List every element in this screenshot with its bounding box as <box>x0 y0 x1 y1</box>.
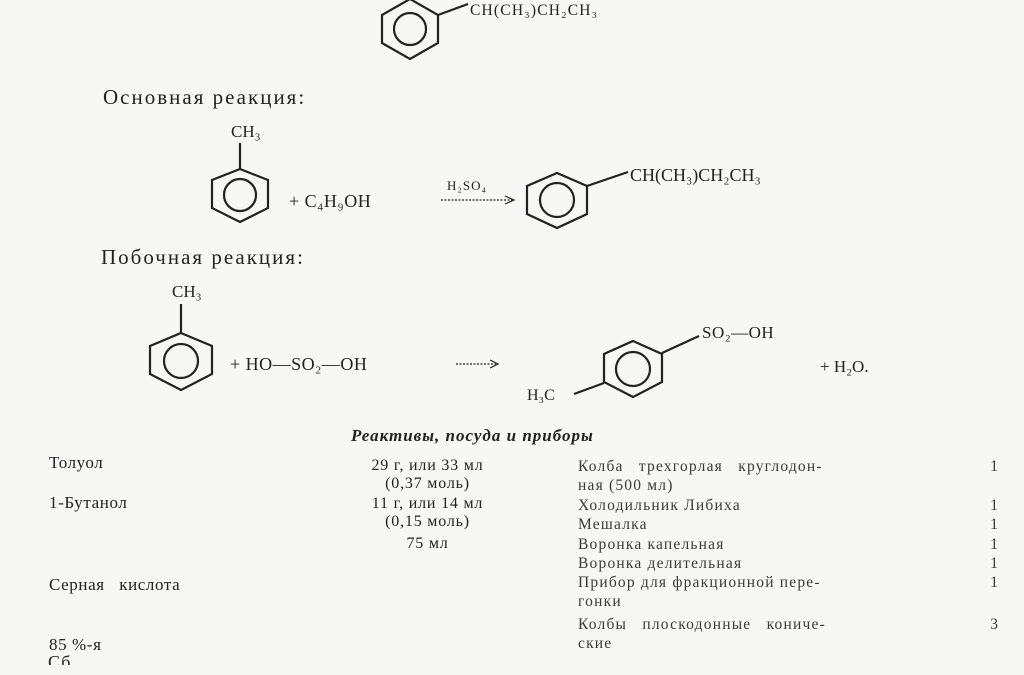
top-product-substituent: CH(CH₃)CH₂CH₃ <box>470 2 598 19</box>
equipment-qty: 1 <box>990 555 998 572</box>
equipment-line: Мешалка <box>578 516 648 533</box>
side-product-ring <box>602 339 664 399</box>
equipment-line: Прибор для фракционной пере- <box>578 574 821 591</box>
equipment-item: Холодильник Либиха 1 <box>578 496 998 515</box>
side-sulfo-bond <box>661 335 700 354</box>
equipment-line: Колбы плоскодонные кониче- <box>578 616 826 633</box>
reagent-name-butanol: 1-Бутанол <box>49 493 128 512</box>
equipment-item: Колбы плоскодонные кониче- ские 3 <box>578 615 998 653</box>
equipment-line: Воронка капельная <box>578 536 725 553</box>
reagent-name-sulfuric-acid: Серная кислота 85 %-я <box>49 535 180 675</box>
equipment-line: Холодильник Либиха <box>578 497 741 514</box>
reagent-name-line: Серная кислота <box>49 575 181 594</box>
equipment-line: ские <box>578 635 613 652</box>
equipment-qty: 3 <box>990 616 998 633</box>
main-reaction-heading: Основная реакция: <box>103 85 306 109</box>
reagent-amount-butanol: 11 г, или 14 мл (0,15 моль) <box>315 495 540 531</box>
equipment-qty: 1 <box>990 516 998 533</box>
side-toluene-ring <box>148 331 214 392</box>
reagent-amount-line: (0,15 моль) <box>385 513 470 530</box>
reagent-name-line: 85 %-я <box>49 635 102 654</box>
reagent-amount-toluene: 29 г, или 33 мл (0,37 моль) <box>315 457 540 493</box>
equipment-qty: 1 <box>990 458 998 475</box>
equipment-list: Колба трехгорлая круглодон- ная (500 мл)… <box>578 457 998 653</box>
side-product-methyl: H₃C <box>527 387 555 404</box>
equipment-qty: 1 <box>990 536 998 553</box>
main-reactant-methyl: CH₃ <box>231 122 261 141</box>
reagent-amount-line: 11 г, или 14 мл <box>371 495 484 512</box>
main-toluene-ring <box>210 167 270 224</box>
main-catalyst: H₂SO₄ <box>447 178 487 193</box>
reagent-amount-sulfuric-acid: 75 мл <box>315 535 540 553</box>
reagent-amount-line: 29 г, или 33 мл <box>371 457 484 474</box>
equipment-line: Колба трехгорлая круглодон- <box>578 458 823 475</box>
equipment-item: Мешалка 1 <box>578 515 998 534</box>
reaction-scheme: CH(CH₃)CH₂CH₃ Основная реакция: CH₃ + C₄… <box>101 0 869 404</box>
equipment-line: Воронка делительная <box>578 555 743 572</box>
reagent-amount-line: (0,37 моль) <box>385 475 470 492</box>
main-product-ring <box>525 171 589 230</box>
reagent-name-toluene: Толуол <box>49 453 104 472</box>
side-product-methyl-bond <box>573 381 605 396</box>
side-product-sulfo: SO₂—OH <box>702 323 774 342</box>
equipment-line: гонки <box>578 593 622 610</box>
equipment-item: Прибор для фракционной пере- гонки 1 <box>578 573 998 611</box>
reagent-amount-line: 75 мл <box>406 535 449 552</box>
main-reagent: + C₄H₉OH <box>289 191 371 211</box>
side-byproduct: + H₂O. <box>820 357 869 376</box>
top-product-benzene-ring <box>380 0 440 61</box>
side-reaction-heading: Побочная реакция: <box>101 245 305 269</box>
bottom-cut-text: Сб... <box>48 652 88 665</box>
main-product-bond <box>586 170 629 188</box>
equipment-line: ная (500 мл) <box>578 477 674 494</box>
section-title: Реактивы, посуда и приборы <box>351 426 594 445</box>
equipment-qty: 1 <box>990 574 998 591</box>
top-product-bond <box>437 2 469 17</box>
equipment-qty: 1 <box>990 497 998 514</box>
equipment-item: Воронка капельная 1 <box>578 535 998 554</box>
equipment-item: Колба трехгорлая круглодон- ная (500 мл)… <box>578 457 998 495</box>
side-reactant-methyl: CH₃ <box>172 282 202 301</box>
main-product-substituent: CH(CH₃)CH₂CH₃ <box>630 165 761 186</box>
equipment-item: Воронка делительная 1 <box>578 554 998 573</box>
side-reagent: + HO—SO₂—OH <box>230 354 367 374</box>
